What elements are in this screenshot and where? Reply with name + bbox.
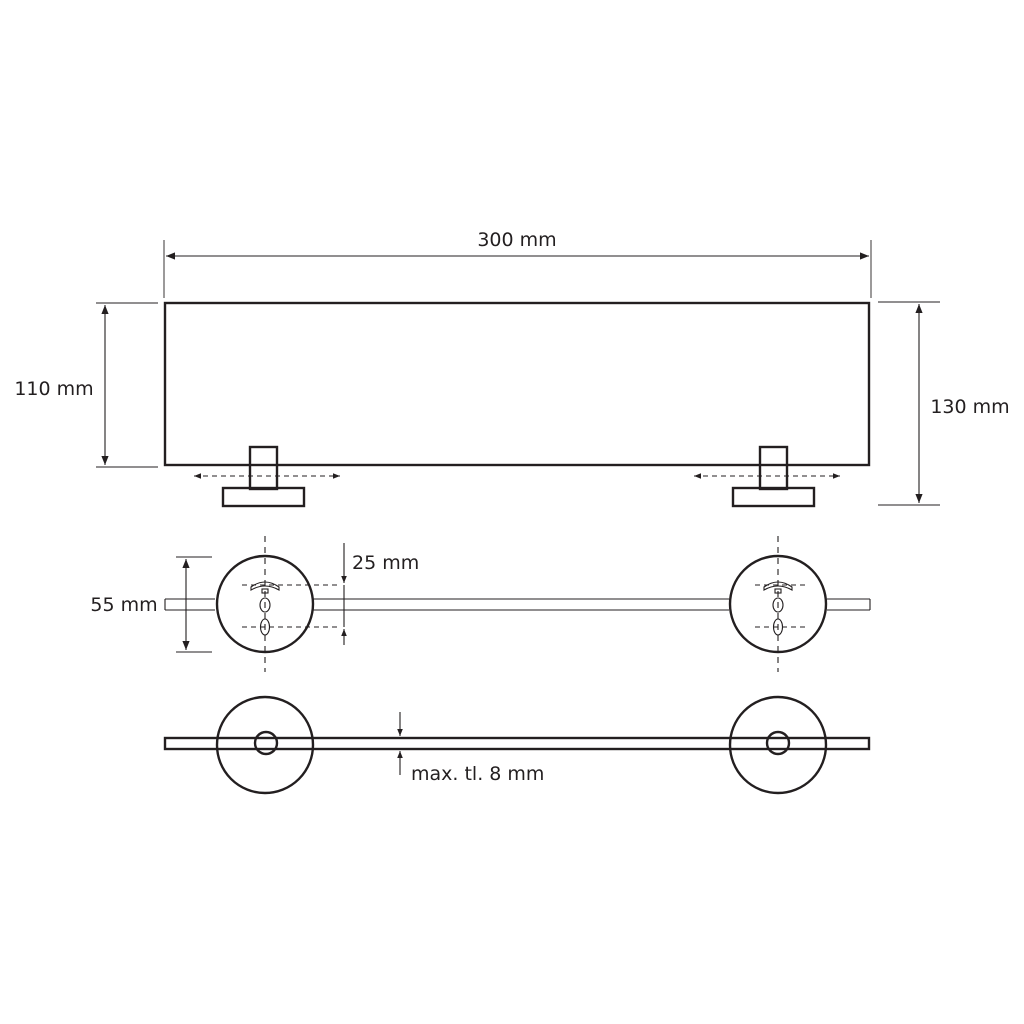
right-rosette-front [728, 695, 828, 795]
width-dimension: 300 mm [163, 229, 872, 298]
top-view: 300 mm 110 mm 130 mm [14, 229, 1010, 508]
right-bracket-plan [694, 445, 840, 508]
right-rosette [728, 536, 828, 672]
shelf-depth-dimension: 110 mm [14, 302, 158, 468]
hole-spacing-label: 25 mm [352, 552, 419, 574]
screw-hole-upper [259, 597, 271, 613]
screw-hole-lower [772, 618, 784, 636]
total-depth-label: 130 mm [930, 396, 1009, 418]
screw-hole-lower [259, 618, 271, 636]
left-bracket-plan [194, 445, 340, 508]
glass-shelf-front [163, 736, 871, 751]
hole-spacing-dimension: 25 mm [341, 543, 419, 645]
shelf-depth-label: 110 mm [14, 378, 93, 400]
keyhole-slot [250, 581, 280, 591]
total-depth-dimension: 130 mm [878, 301, 1010, 506]
rosette-diameter-label: 55 mm [90, 594, 157, 616]
glass-thickness-label: max. tl. 8 mm [411, 763, 544, 785]
left-rosette-front [215, 695, 315, 795]
glass-shelf-plan [163, 301, 871, 467]
left-rosette [215, 536, 340, 672]
screw-hole-upper [772, 597, 784, 613]
glass-thickness-dimension: max. tl. 8 mm [397, 712, 544, 785]
keyhole-slot [763, 581, 793, 591]
front-view: max. tl. 8 mm [163, 695, 871, 795]
width-label: 300 mm [477, 229, 556, 251]
mounting-view: 55 mm 25 mm [90, 536, 871, 672]
rosette-diameter-dimension: 55 mm [90, 556, 212, 653]
